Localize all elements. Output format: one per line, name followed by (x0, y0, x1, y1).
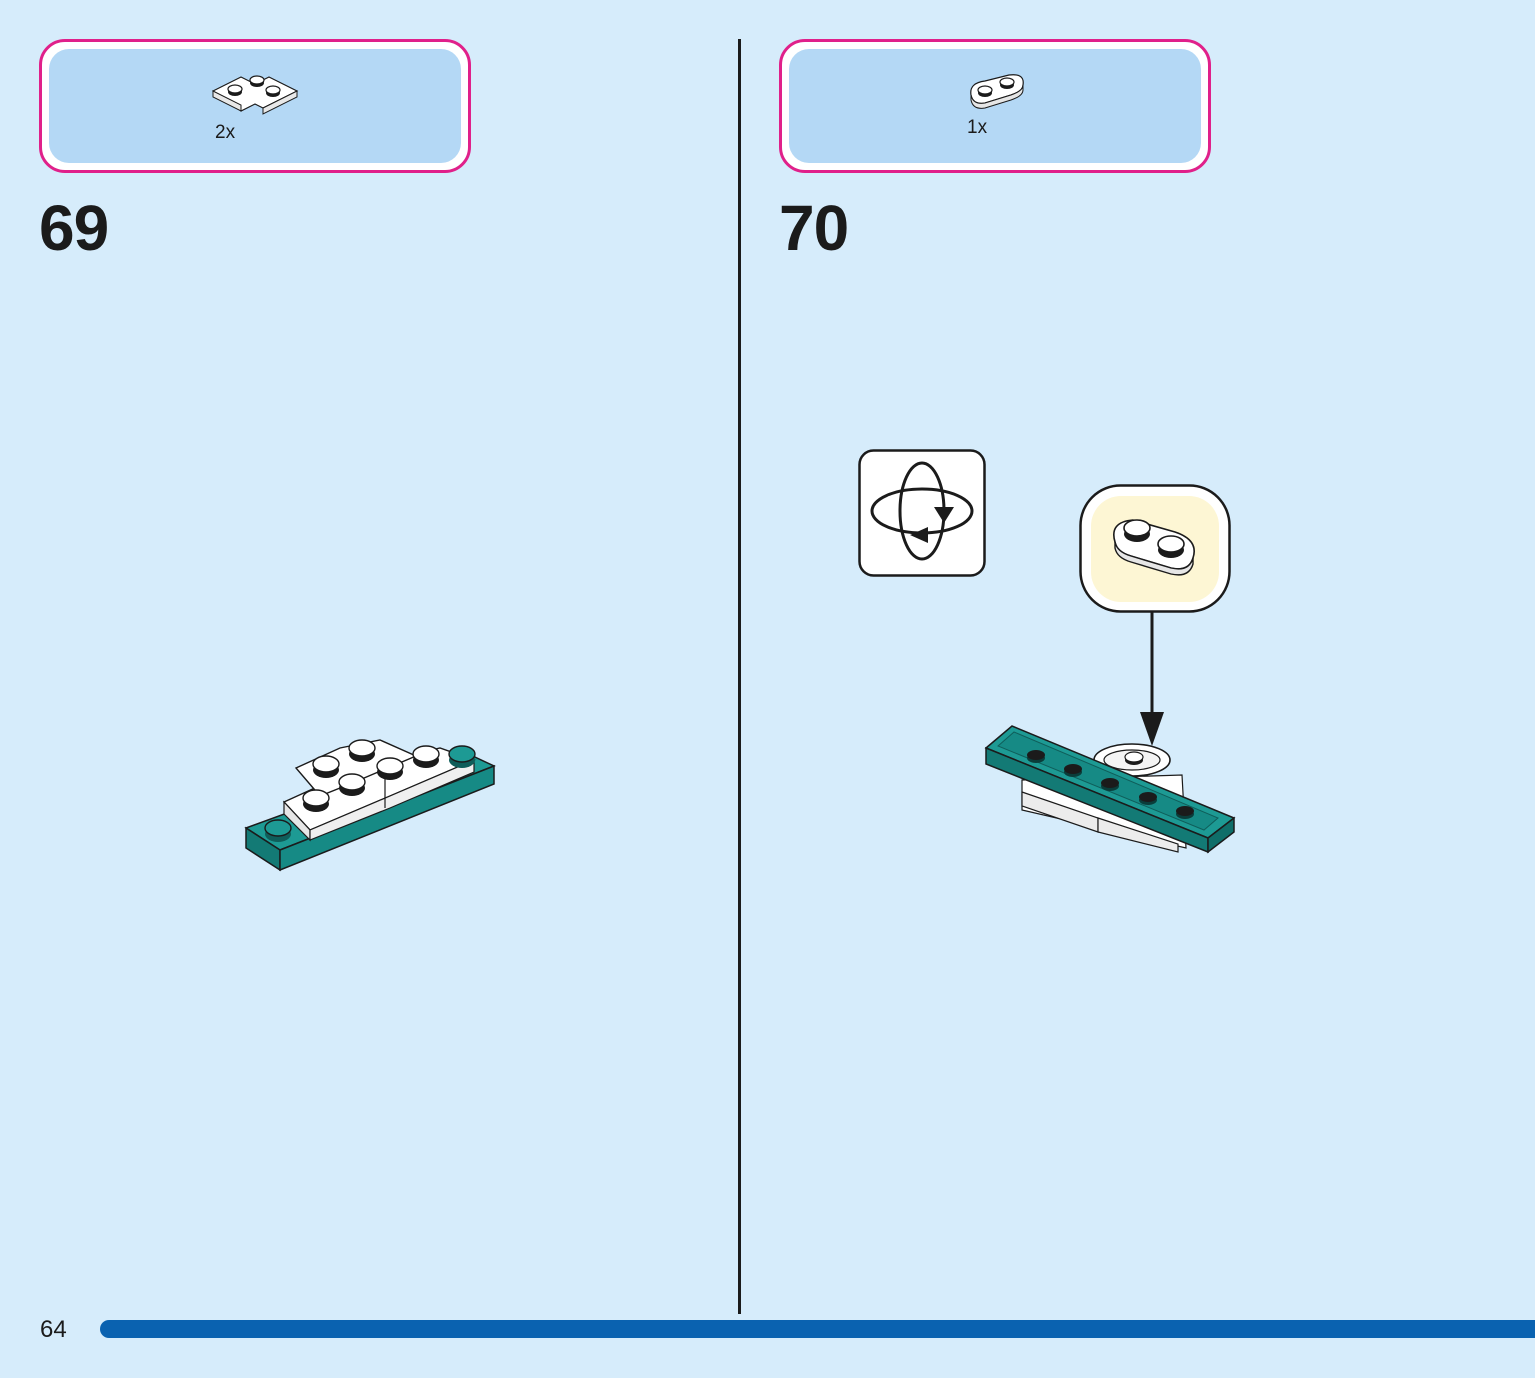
parts-box-inner: 2x (49, 49, 461, 163)
part-quantity: 1x (967, 117, 988, 138)
placement-arrow-icon (1140, 612, 1164, 746)
step-number: 70 (779, 192, 849, 264)
step-number: 69 (39, 192, 109, 264)
assembly-step-70-icon (984, 725, 1236, 854)
rotate-model-icon (858, 449, 986, 577)
parts-box-step-70: 1x (779, 39, 1211, 173)
parts-box-inner: 1x (789, 49, 1201, 163)
plate-1x2-rounded-white-icon (1113, 519, 1195, 576)
parts-box-step-69: 2x (39, 39, 471, 173)
page-number: 64 (40, 1316, 67, 1343)
assembly-step-69-icon (244, 739, 496, 872)
plate-1x2-rounded-white-icon (970, 74, 1024, 109)
page-divider (738, 39, 741, 1314)
part-quantity: 2x (215, 122, 236, 143)
callout-new-part (1079, 484, 1231, 613)
corner-plate-2x2-white-icon (211, 75, 299, 115)
progress-bar (100, 1320, 1535, 1338)
